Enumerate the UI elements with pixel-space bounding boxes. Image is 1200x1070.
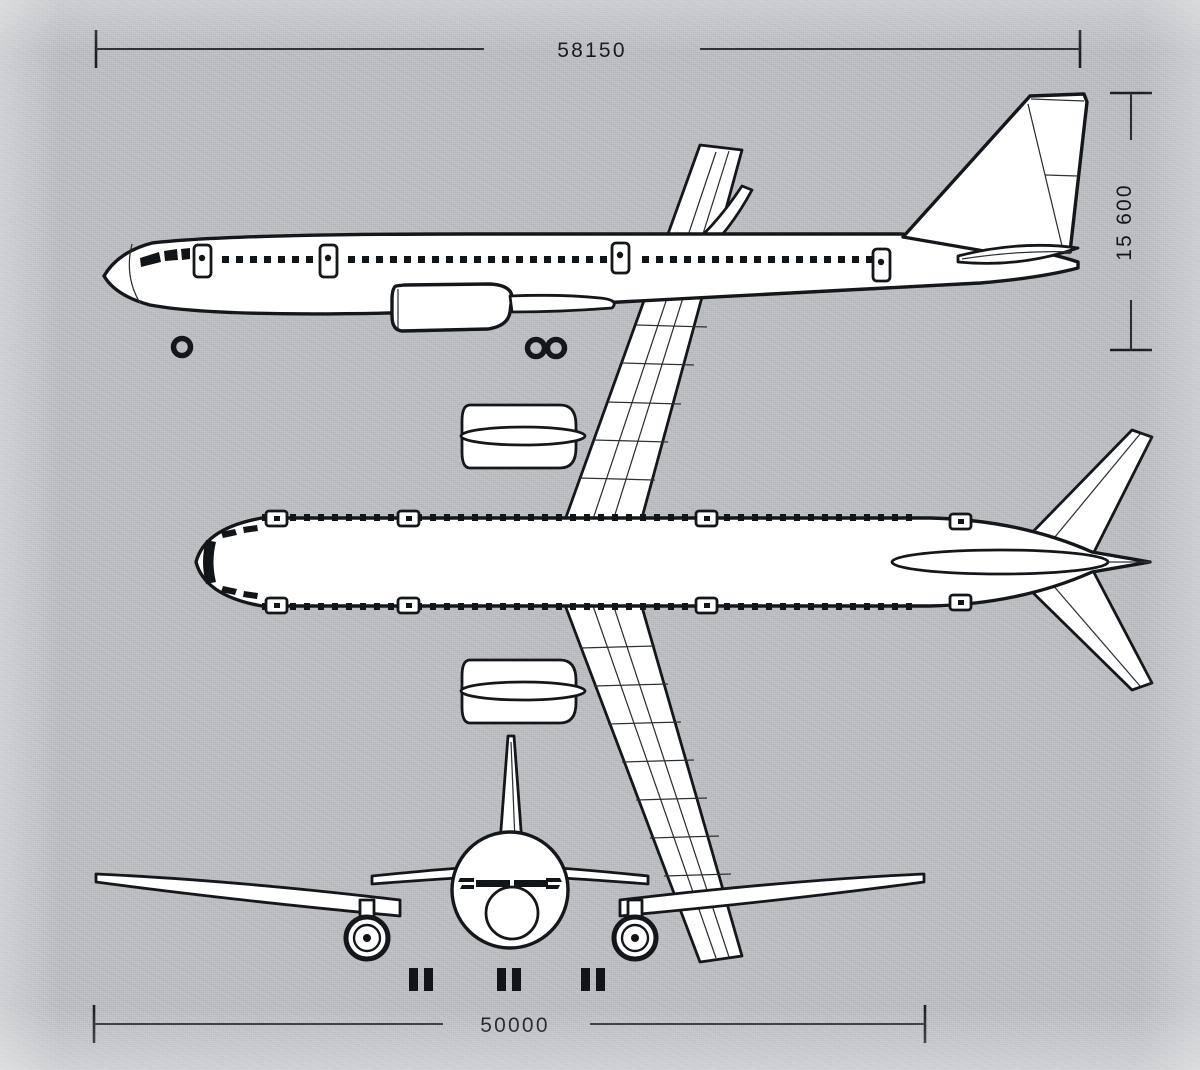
elevator-line-upper <box>1044 433 1141 550</box>
overall-height-label: 15 600 <box>1113 183 1136 260</box>
door-side-2 <box>318 243 339 279</box>
top-view-doors <box>264 509 973 615</box>
engine-nacelle-lower-centerline <box>459 680 587 702</box>
windshield-pane-2 <box>243 525 258 533</box>
ground-mark-1a <box>409 968 418 991</box>
windshield-side-2 <box>460 885 474 889</box>
slat-line-2 <box>593 439 669 443</box>
ground-mark-3a <box>581 968 590 991</box>
top-view-tailplane <box>1018 428 1154 692</box>
front-view <box>94 734 926 991</box>
front-main-gear-left <box>343 898 391 962</box>
dimension-overall-height: 15 600 <box>1110 91 1152 352</box>
top-view-windshield <box>203 525 258 599</box>
radome-joint-line <box>128 243 141 304</box>
rudder-division-line <box>1044 174 1079 177</box>
rudder-hinge-line <box>1027 103 1064 251</box>
side-view-cockpit-windows <box>140 248 190 267</box>
side-view-engine <box>390 282 616 333</box>
door-plan-lower-3 <box>694 596 719 615</box>
slat-line-5 <box>635 324 708 328</box>
nose-gear-wheel <box>170 335 194 359</box>
side-view-horizontal-stabilizer <box>956 243 1080 265</box>
overall-length-label: 58150 <box>557 39 626 62</box>
front-wing-left <box>94 872 402 918</box>
slat-line-3 <box>607 721 682 725</box>
side-view <box>102 92 1089 360</box>
engine-nacelle-side <box>390 282 514 333</box>
slat-line-3 <box>607 401 682 405</box>
side-view-window-row <box>222 256 873 263</box>
windshield-side-1 <box>458 878 474 882</box>
vertical-fin-edge-on <box>890 548 1110 576</box>
ground-mark-3b <box>596 968 605 991</box>
slat-line-1 <box>579 645 656 649</box>
side-view-vertical-stabilizer <box>901 92 1089 254</box>
door-plan-upper-3 <box>694 509 719 528</box>
windshield-pane-4 <box>243 591 258 599</box>
cockpit-window-2 <box>164 249 178 261</box>
slat-line-7 <box>663 873 732 877</box>
front-windshield <box>458 878 562 889</box>
slat-line-5 <box>635 797 708 801</box>
main-gear-wheel-forward <box>524 336 548 360</box>
main-gear-wheel-aft <box>544 336 568 360</box>
slat-line-6 <box>649 835 720 839</box>
tailplane-chord-line <box>961 251 1073 260</box>
windshield-pane-3 <box>221 586 237 595</box>
side-view-main-gear <box>524 336 568 360</box>
door-side-3 <box>610 241 631 275</box>
engine-exhaust-cone <box>508 293 616 314</box>
ground-mark-2b <box>512 968 521 991</box>
windshield-side-4 <box>546 885 560 889</box>
ground-mark-1b <box>424 968 433 991</box>
front-main-gear-right <box>611 898 659 962</box>
gear-wheel-left-hub <box>363 934 371 942</box>
cockpit-window-3 <box>181 248 190 260</box>
windshield-pane-right <box>514 880 548 887</box>
slat-line-4 <box>621 759 695 763</box>
ground-mark-2a <box>497 968 506 991</box>
elevator-line-lower <box>1044 575 1141 687</box>
door-plan-lower-2 <box>396 596 421 615</box>
dimension-overall-length: 58150 <box>94 30 1082 68</box>
door-plan-lower-1 <box>264 596 289 615</box>
wing-upper-flap-line <box>611 150 730 525</box>
door-plan-lower-4 <box>948 593 973 612</box>
front-wing-right <box>618 872 926 918</box>
door-side-1 <box>192 243 213 279</box>
wing-upper-planform <box>563 143 744 527</box>
door-plan-upper-2 <box>396 509 421 528</box>
fin-tip-line <box>1030 98 1085 102</box>
slat-line-1 <box>579 477 656 481</box>
side-view-nose-gear <box>170 335 194 359</box>
radome-circle <box>484 885 540 941</box>
gear-wheel-right-hub <box>631 934 639 942</box>
windshield-pane-left <box>476 880 510 887</box>
slat-line-2 <box>593 683 669 687</box>
engine-nacelle-upper-centerline <box>459 425 587 447</box>
horizontal-stabilizer-side <box>956 243 1080 265</box>
ground-contact-marks <box>409 968 605 991</box>
windshield-side-3 <box>546 878 562 882</box>
top-view-window-row-upper <box>262 514 912 521</box>
dimension-wing-span: 50000 <box>92 1005 927 1043</box>
wing-span-label: 50000 <box>480 1014 549 1037</box>
side-view-doors <box>192 241 892 283</box>
windshield-pane-1 <box>221 529 237 538</box>
wing-upper-spar-line <box>591 151 717 523</box>
cockpit-window-1 <box>140 252 161 267</box>
door-side-4 <box>871 247 892 283</box>
door-plan-upper-4 <box>948 512 973 531</box>
top-view-wing-upper <box>459 143 744 527</box>
windshield-band <box>203 540 216 584</box>
slat-line-4 <box>621 362 695 366</box>
door-plan-upper-1 <box>264 509 289 528</box>
vertical-stabilizer <box>901 92 1089 254</box>
